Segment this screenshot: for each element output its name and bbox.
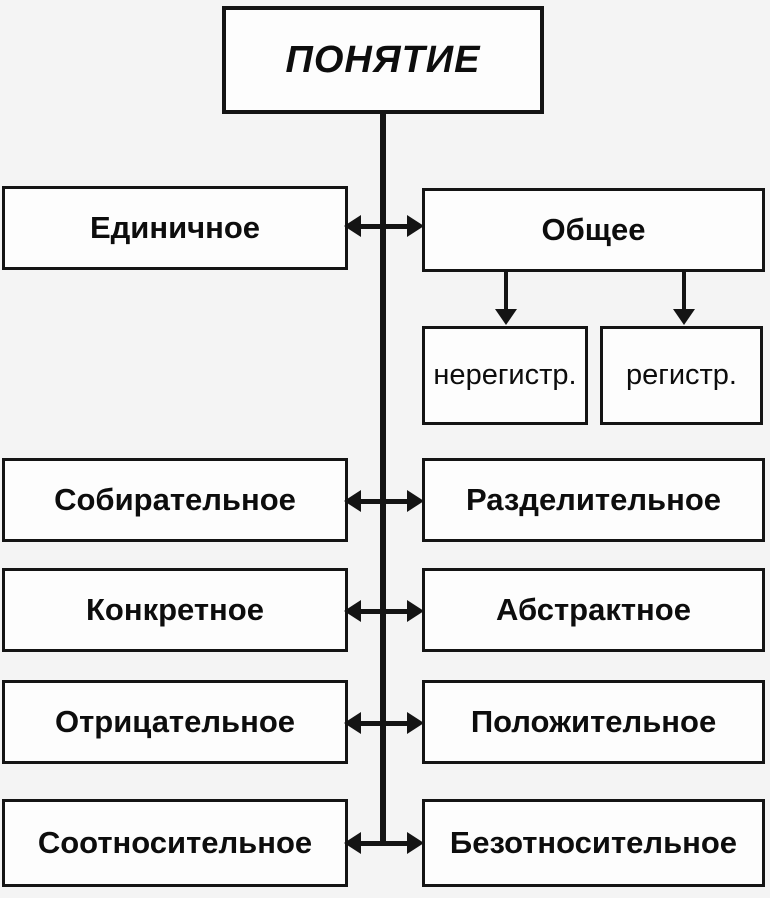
arrow-line	[354, 609, 414, 614]
node-positive: Положительное	[422, 680, 765, 764]
node-negative: Отрицательное	[2, 680, 348, 764]
right-arrowhead-icon	[407, 490, 424, 512]
node-nonrelative-label: Безотносительное	[449, 825, 738, 860]
left-arrowhead-icon	[344, 490, 361, 512]
arrow-line	[354, 721, 414, 726]
left-arrowhead-icon	[344, 832, 361, 854]
right-arrowhead-icon	[407, 712, 424, 734]
node-negative-label: Отрицательное	[54, 704, 296, 739]
arrow-line	[354, 841, 414, 846]
double-arrow-row-2	[344, 489, 424, 513]
node-general-label: Общее	[541, 212, 646, 247]
node-registering: регистр.	[600, 326, 763, 425]
down-arrow-line	[504, 271, 508, 311]
down-arrow-nonregistering	[495, 271, 517, 325]
right-arrowhead-icon	[407, 832, 424, 854]
down-arrow-line	[682, 271, 686, 311]
node-correlative: Соотносительное	[2, 799, 348, 887]
node-general: Общее	[422, 188, 765, 272]
node-nonregistering: нерегистр.	[422, 326, 588, 425]
node-positive-label: Положительное	[470, 704, 717, 739]
node-divisive-label: Разделительное	[465, 482, 722, 517]
node-abstract-label: Абстрактное	[496, 592, 691, 627]
node-singular-label: Единичное	[89, 210, 261, 245]
double-arrow-row-5	[344, 831, 424, 855]
right-arrowhead-icon	[407, 600, 424, 622]
double-arrow-row-3	[344, 599, 424, 623]
down-arrowhead-icon	[673, 309, 695, 325]
arrow-line	[354, 224, 414, 229]
node-nonregistering-label: нерегистр.	[433, 359, 577, 391]
node-singular: Единичное	[2, 186, 348, 270]
central-spine-line	[380, 112, 386, 845]
arrow-line	[354, 499, 414, 504]
node-correlative-label: Соотносительное	[37, 825, 313, 860]
node-divisive: Разделительное	[422, 458, 765, 542]
node-collective-label: Собирательное	[54, 482, 296, 517]
node-nonrelative: Безотносительное	[422, 799, 765, 887]
double-arrow-row-1	[344, 214, 424, 238]
left-arrowhead-icon	[344, 600, 361, 622]
node-concrete-label: Конкретное	[86, 592, 264, 627]
node-registering-label: регистр.	[625, 359, 737, 391]
node-concrete: Конкретное	[2, 568, 348, 652]
down-arrowhead-icon	[495, 309, 517, 325]
root-node-concept: ПОНЯТИЕ	[222, 6, 544, 114]
node-collective: Собирательное	[2, 458, 348, 542]
left-arrowhead-icon	[344, 215, 361, 237]
right-arrowhead-icon	[407, 215, 424, 237]
left-arrowhead-icon	[344, 712, 361, 734]
down-arrow-registering	[673, 271, 695, 325]
root-node-label: ПОНЯТИЕ	[285, 38, 481, 81]
node-abstract: Абстрактное	[422, 568, 765, 652]
double-arrow-row-4	[344, 711, 424, 735]
